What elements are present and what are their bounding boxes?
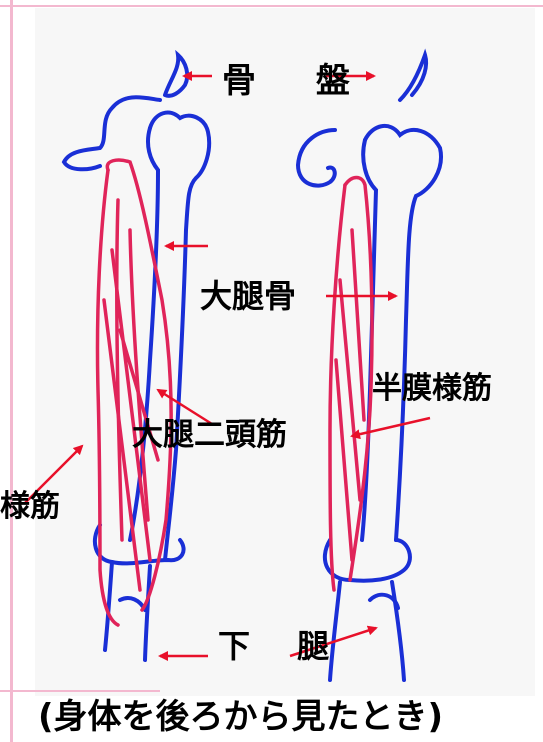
label-pelvis: 骨 盤 (222, 64, 374, 98)
caption: (身体を後ろから見たとき) (38, 700, 443, 734)
label-semimembranosus: 半膜様筋 (372, 374, 492, 404)
label-semitendinosus: 様筋 (0, 492, 60, 522)
frame-bottom-line (0, 690, 160, 692)
right-semimembranosus-muscle (330, 178, 372, 591)
label-lower-leg: 下 腿 (218, 630, 347, 662)
label-biceps-femoris: 大腿二頭筋 (132, 420, 287, 451)
label-femur: 大腿骨 (200, 280, 296, 312)
left-knee-bones (95, 525, 184, 660)
